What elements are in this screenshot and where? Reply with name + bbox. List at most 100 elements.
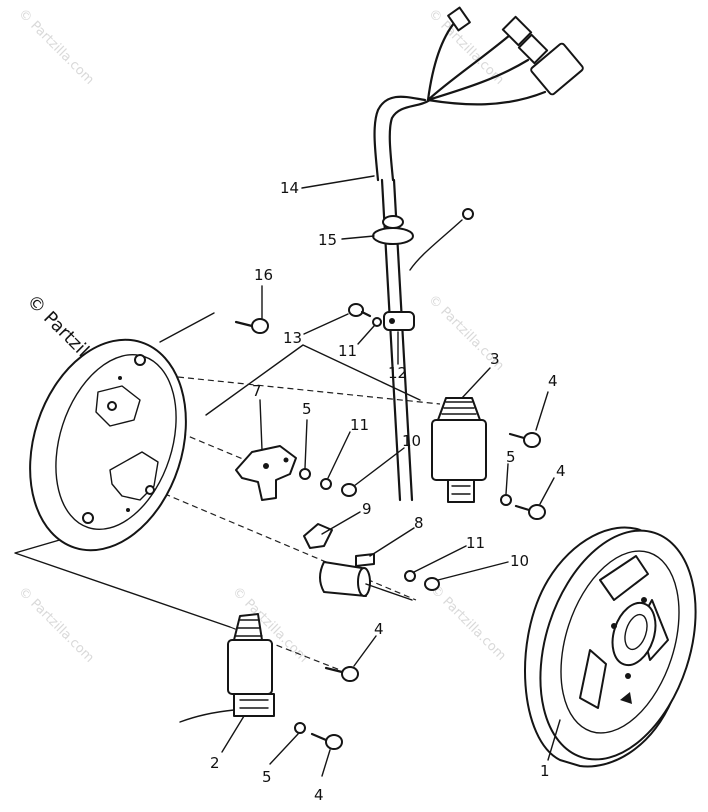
condenser-8-bracket [355, 553, 375, 567]
washer-5-left [299, 468, 311, 480]
lubricator-9 [303, 523, 333, 549]
watermark-bottom-right: © Partzilla.com [427, 582, 509, 664]
watermark-top-left: © Partzilla.com [15, 6, 97, 88]
stator-plate-rivet-1 [118, 376, 122, 380]
grommet-top [382, 215, 404, 229]
ground-wire [409, 219, 463, 271]
leader-5-left [304, 419, 308, 469]
coil-3-core [447, 479, 475, 503]
leader-5-right [505, 463, 509, 495]
flywheel-slot-1 [599, 555, 649, 601]
leader-3 [461, 367, 491, 399]
leader-lines [221, 175, 561, 777]
callout-4-upper: 4 [548, 372, 558, 390]
callout-9: 9 [362, 500, 372, 518]
screw-4-upper-shank [508, 432, 526, 440]
screw-13-shank [360, 310, 372, 318]
callout-5-left: 5 [302, 400, 312, 418]
screw-4-bottom-head [325, 734, 343, 750]
callout-14: 14 [280, 179, 299, 197]
leader-4-upper [535, 391, 549, 431]
leader-10-upper [353, 447, 405, 487]
watermarks: © Partzilla.com © Partzilla.com © Partzi… [15, 6, 509, 666]
callout-4-lower-left: 4 [374, 620, 384, 638]
leader-10-lower [437, 561, 509, 581]
harness-main-right [388, 98, 432, 182]
washer-11-lower [404, 570, 416, 582]
screw-16 [234, 318, 269, 334]
flywheel-hole-2 [641, 597, 647, 603]
source-coil [431, 397, 487, 503]
callout-2: 2 [210, 754, 220, 772]
wire-connector [530, 42, 584, 96]
callout-10-lower: 10 [510, 552, 529, 570]
coil-3-body [431, 419, 487, 481]
washer-11-top [372, 317, 382, 327]
wire-terminal-3 [517, 33, 549, 65]
grommet [372, 215, 414, 245]
screw-10-lower-head [424, 577, 440, 591]
screw-16-shank [234, 320, 254, 328]
callout-15: 15 [318, 231, 337, 249]
washer-5-bottom [294, 722, 306, 734]
breaker-7-contact [283, 457, 289, 463]
wire-3 [426, 58, 530, 102]
coil-2-base [233, 693, 275, 717]
stator-plate-hole-breaker [107, 401, 117, 411]
flywheel-slot-3 [579, 649, 607, 709]
callout-13: 13 [283, 329, 302, 347]
stator-plate-cutout-upper [95, 385, 141, 427]
callout-12: 12 [388, 364, 407, 382]
condenser-8-end [357, 567, 371, 597]
screw-13 [348, 303, 372, 318]
screw-4-middle [514, 504, 546, 520]
stator-plate-hole-top [134, 354, 146, 366]
washer-11-middle [320, 478, 332, 490]
screw-4-lower-left [324, 666, 359, 682]
leader-14 [301, 175, 375, 189]
leader-11-lower [413, 545, 467, 573]
clamp-body [383, 311, 415, 331]
leader-7 [259, 399, 263, 451]
callout-11-middle: 11 [350, 416, 369, 434]
screw-10-upper [341, 483, 357, 497]
washer-5-right [500, 494, 512, 506]
callout-5-right: 5 [506, 448, 516, 466]
dash-line-3 [177, 376, 441, 405]
screw-4-middle-head [528, 504, 546, 520]
dash-line-8 [145, 485, 417, 601]
callout-4-middle: 4 [556, 462, 566, 480]
leader-1 [547, 719, 561, 761]
stator-plate-rivet-2 [126, 508, 130, 512]
screw-16-head [251, 318, 269, 334]
condenser-8-body [319, 561, 367, 597]
stator-plate [29, 338, 187, 552]
clamp-hole [389, 318, 395, 324]
breaker-7-body [235, 445, 297, 501]
condenser-8-lead [365, 583, 413, 601]
leader-11-top [357, 325, 375, 345]
lighting-coil [179, 613, 275, 723]
grommet-ring [372, 227, 414, 245]
screw-10-lower [424, 577, 440, 591]
screw-4-upper-head [523, 432, 541, 448]
leader-2 [221, 715, 245, 753]
coil-2-lead [179, 709, 235, 723]
stator-plate-hole-bottom [82, 512, 94, 524]
ground-terminal [462, 208, 474, 220]
callout-3: 3 [490, 350, 500, 368]
wire-terminal-1 [447, 6, 471, 32]
callout-1: 1 [540, 762, 550, 780]
clamp [383, 311, 415, 331]
leader-9 [321, 511, 361, 535]
screw-4-middle-shank [514, 504, 531, 512]
watermark-bottom-left: © Partzilla.com [15, 584, 97, 666]
leader-4-middle [539, 477, 555, 505]
leader-4-bottom [321, 749, 331, 777]
screw-4-upper [508, 432, 541, 448]
assembly-line-3 [205, 344, 421, 416]
wire-2 [426, 33, 512, 102]
leader-11-middle [327, 431, 351, 479]
screw-13-head [348, 303, 364, 317]
coil-2-body [227, 639, 273, 695]
